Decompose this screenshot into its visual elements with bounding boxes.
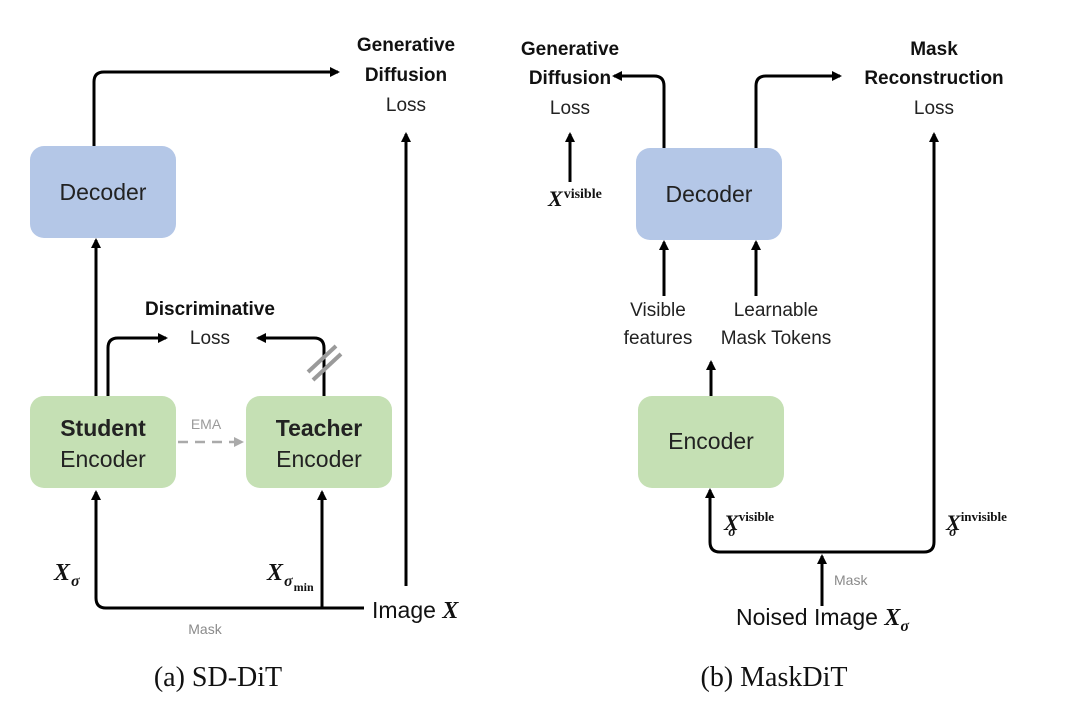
- right-decoder-box: [636, 148, 782, 240]
- mask-loss-2: Reconstruction: [864, 68, 1003, 89]
- teacher-sub: Encoder: [276, 446, 362, 472]
- student-sub: Encoder: [60, 446, 146, 472]
- arrow-image-to-student: [91, 490, 364, 610]
- mask-loss-1: Mask: [910, 39, 958, 60]
- noised-image-label: Noised Image Xσ: [736, 604, 909, 635]
- arrow-decoder-to-gen-loss: [92, 67, 340, 146]
- left-decoder-box: [30, 146, 176, 238]
- arrow-split-to-mask-loss: [822, 132, 939, 554]
- left-gen-loss-3: Loss: [386, 95, 426, 116]
- arrow-split-to-encoder: [705, 488, 822, 554]
- stop-gradient-icon: [306, 344, 343, 382]
- left-mask-label: Mask: [188, 621, 222, 637]
- arrow-student-to-disc-loss: [106, 333, 168, 396]
- left-gen-loss-2: Diffusion: [365, 65, 447, 86]
- ema-label: EMA: [191, 416, 222, 432]
- right-mask-label: Mask: [834, 572, 868, 588]
- left-diagram: Decoder Student Encoder Teacher Encoder …: [30, 35, 459, 693]
- left-caption: (a) SD-DiT: [154, 662, 282, 693]
- right-encoder-label: Encoder: [668, 428, 754, 454]
- disc-loss-sub: Loss: [190, 328, 230, 349]
- right-caption: (b) MaskDiT: [701, 662, 848, 693]
- right-gen-loss-3: Loss: [550, 98, 590, 119]
- visible-features-1: Visible: [630, 300, 686, 321]
- x-visible-label: Xvisible: [547, 186, 602, 211]
- right-encoder-box: [638, 396, 784, 488]
- x-sigma-label: Xσ: [53, 560, 80, 590]
- arrow-decoder-to-right-gen-loss: [612, 71, 666, 148]
- right-gen-loss-1: Generative: [521, 39, 619, 60]
- arrow-teacher-to-disc-loss: [256, 333, 326, 396]
- right-decoder-label: Decoder: [666, 181, 753, 207]
- student-title: Student: [60, 415, 146, 441]
- left-gen-loss-1: Generative: [357, 35, 455, 56]
- disc-loss-title: Discriminative: [145, 299, 275, 320]
- teacher-encoder-box: [246, 396, 392, 488]
- left-decoder-label: Decoder: [60, 179, 147, 205]
- arrow-decoder-to-mask-loss: [754, 71, 842, 148]
- mask-loss-3: Loss: [914, 98, 954, 119]
- learnable-1: Learnable: [734, 300, 819, 321]
- image-x-label: Image X: [372, 597, 459, 624]
- x-sigma-min-label: Xσmin: [266, 560, 314, 594]
- teacher-title: Teacher: [276, 415, 363, 441]
- right-diagram: Decoder Encoder Generative Diffusion Los…: [521, 39, 1007, 693]
- student-encoder-box: [30, 396, 176, 488]
- right-gen-loss-2: Diffusion: [529, 68, 611, 89]
- learnable-2: Mask Tokens: [721, 328, 832, 349]
- visible-features-2: features: [624, 328, 693, 349]
